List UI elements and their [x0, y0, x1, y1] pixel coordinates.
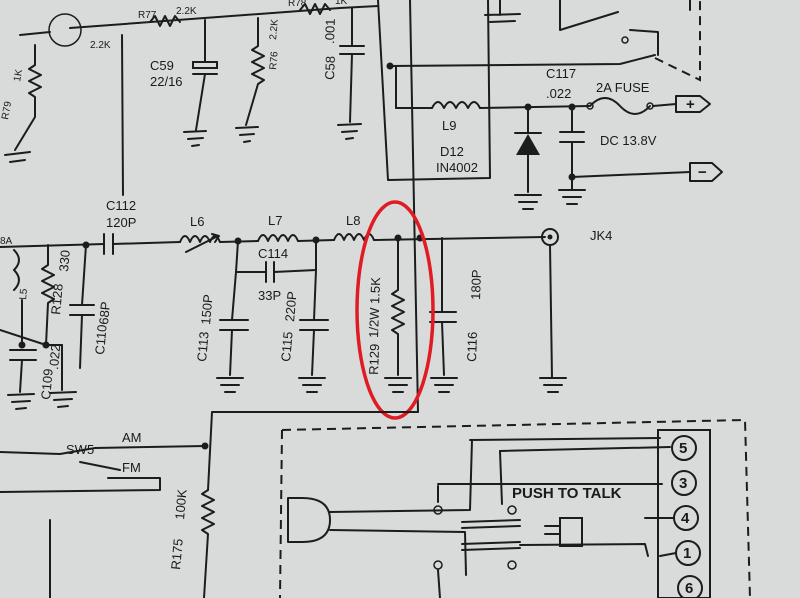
c109-label: C109: [38, 368, 56, 400]
c59-label: C59: [150, 58, 174, 73]
c58-label: C58: [322, 56, 338, 80]
highlight-circle-r129: [355, 200, 435, 420]
d12-value: IN4002: [436, 160, 478, 175]
r175-label: R175: [168, 538, 186, 570]
connector-pin-1: 1: [683, 545, 691, 562]
l6-label: L6: [190, 214, 204, 229]
jk4-label: JK4: [590, 228, 612, 243]
vertical-bus: [377, 0, 656, 413]
top-right-section: [484, 0, 701, 82]
r-2k-value: 2.2K: [90, 40, 111, 51]
minus-terminal-label: −: [698, 164, 707, 181]
sw5-fm-label: FM: [122, 460, 141, 475]
connector-pin-5: 5: [679, 440, 687, 457]
r77-value: 2.2K: [176, 6, 197, 17]
c113-value: 150P: [198, 294, 216, 326]
l8-label: L8: [346, 213, 360, 228]
c115-value: 220P: [282, 291, 300, 323]
c116-label: C116: [464, 331, 480, 362]
l7-label: L7: [268, 213, 282, 228]
r77-label: R77: [138, 10, 157, 21]
r78-label: R78: [288, 0, 307, 9]
connector-pin-3: 3: [679, 475, 687, 492]
labels: R77 2.2K R78 1K 2.2K R79 1K C59 22/16 R7…: [0, 0, 707, 597]
r175-value: 100K: [172, 488, 190, 520]
r128-value: 330: [56, 249, 73, 272]
connector-pin-6: 6: [685, 580, 693, 597]
top-left-section: [4, 3, 379, 196]
c110-value: 68P: [96, 301, 113, 325]
lower-section: [0, 411, 751, 598]
c115-label: C115: [278, 331, 296, 362]
r79-label: R79: [0, 100, 14, 120]
c110-label: C110: [92, 324, 110, 355]
edge-label: 8A: [0, 236, 13, 247]
r79-value: 1K: [12, 68, 25, 82]
r129-value: 1/2W 1.5K: [366, 277, 383, 339]
c114-value: 33P: [258, 288, 281, 303]
sw5-am-label: AM: [122, 430, 142, 445]
c59-value: 22/16: [150, 74, 183, 89]
r129-label: R129: [366, 344, 382, 376]
connector-pin-4: 4: [681, 510, 690, 527]
r128-label: R128: [48, 283, 66, 315]
plus-terminal-label: +: [686, 96, 695, 113]
sw5-label: SW5: [66, 442, 94, 457]
c117-value: .022: [546, 86, 571, 101]
c113-label: C113: [194, 331, 212, 362]
c58-value: .001: [322, 18, 338, 44]
rf-filter-section: [0, 228, 567, 410]
r76-value: 2.2K: [268, 18, 281, 40]
r78-value: 1K: [335, 0, 348, 7]
c114-label: C114: [258, 246, 288, 261]
ptt-label: PUSH TO TALK: [512, 485, 622, 502]
r76-label: R76: [268, 51, 281, 71]
c109-value: .022: [46, 344, 63, 371]
fuse-label: 2A FUSE: [596, 80, 650, 95]
power-section: [395, 95, 723, 210]
c116-value: 180P: [468, 269, 484, 300]
l9-label: L9: [442, 118, 456, 133]
d12-label: D12: [440, 144, 464, 159]
dc-voltage-label: DC 13.8V: [600, 133, 657, 148]
c117-label: C117: [546, 66, 576, 81]
c112-label: C112: [106, 198, 136, 213]
c112-value: 120P: [106, 215, 136, 230]
l5-label: L5: [18, 288, 30, 300]
